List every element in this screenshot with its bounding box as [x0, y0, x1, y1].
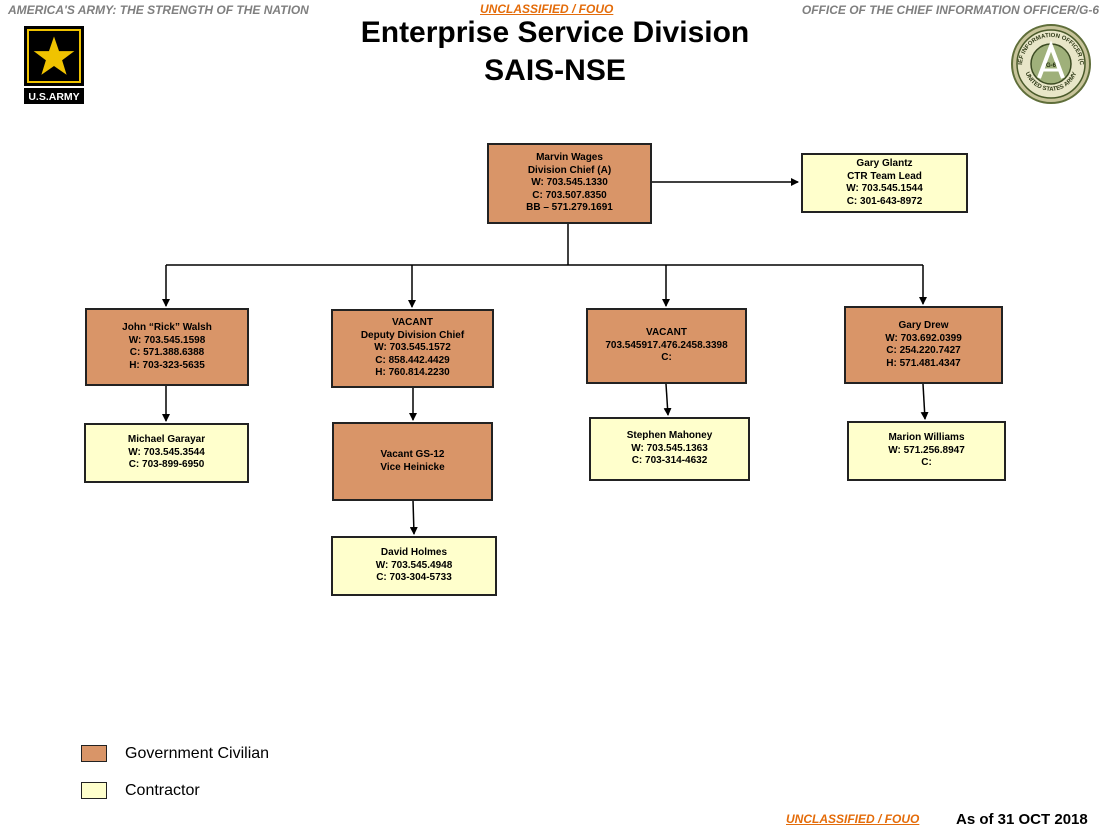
arrow-to-mahoney [663, 383, 672, 416]
chief-title: Division Chief (A) [527, 164, 612, 176]
page-subtitle: SAIS-NSE [484, 54, 626, 87]
williams-work-phone: W: 571.256.8947 [888, 444, 965, 456]
chief-cell-phone: C: 703.507.8350 [532, 189, 607, 201]
drew-box: Gary Drew W: 703.692.0399 C: 254.220.742… [844, 306, 1003, 384]
chief-name: Marvin Wages [536, 152, 603, 164]
williams-cell-phone: C: [921, 457, 932, 469]
holmes-cell-phone: C: 703-304-5733 [376, 572, 452, 584]
deputy-name: VACANT [392, 317, 433, 329]
army-logo-text: U.S.ARMY [28, 91, 79, 103]
ctr-lead-work-phone: W: 703.545.1544 [846, 183, 923, 194]
gs12-note: Vice Heinicke [380, 461, 445, 473]
walsh-cell-phone: C: 571.388.6388 [129, 347, 205, 358]
ctr-lead-cell-phone: C: 301-643-8972 [846, 195, 923, 207]
drew-cell-phone: C: 254.220.7427 [886, 345, 961, 356]
arrow-to-holmes [409, 499, 418, 535]
gs12-name: Vacant GS-12 [380, 449, 445, 460]
walsh-box: John “Rick” Walsh W: 703.545.1598 C: 571… [85, 308, 249, 386]
footer-classification: UNCLASSIFIED / FOUO [786, 812, 920, 826]
vacant-name: VACANT [646, 327, 687, 339]
garayar-box: Michael Garayar W: 703.545.3544 C: 703-8… [84, 423, 249, 483]
header-office: OFFICE OF THE CHIEF INFORMATION OFFICER/… [801, 3, 1099, 17]
vacant-cell-phone: C: [661, 352, 672, 364]
walsh-home-phone: H: 703-323-5635 [129, 359, 205, 371]
ctr-lead-title: CTR Team Lead [847, 170, 922, 182]
garayar-cell-phone: C: 703-899-6950 [128, 459, 205, 471]
army-logo: U.S.ARMY [24, 26, 84, 104]
williams-box: Marion Williams W: 571.256.8947 C: [847, 421, 1006, 481]
chief-work-phone: W: 703.545.1330 [531, 177, 608, 189]
deputy-box: VACANT Deputy Division Chief W: 703.545.… [331, 309, 494, 388]
legend-contractor-swatch [81, 782, 107, 799]
walsh-work-phone: W: 703.545.1598 [128, 334, 206, 346]
legend-government-swatch [81, 745, 107, 762]
deputy-work-phone: W: 703.545.1572 [374, 342, 451, 354]
drew-home-phone: H: 571.481.4347 [886, 357, 961, 369]
footer-as-of-date: As of 31 OCT 2018 [956, 811, 1088, 828]
deputy-title: Deputy Division Chief [360, 329, 465, 341]
vacant-phone: 703.545917.476.2458.3398 [605, 339, 728, 351]
mahoney-box: Stephen Mahoney W: 703.545.1363 C: 703-3… [589, 417, 750, 481]
mahoney-work-phone: W: 703.545.1363 [631, 442, 708, 454]
drew-name: Gary Drew [898, 320, 949, 331]
holmes-box: David Holmes W: 703.545.4948 C: 703-304-… [331, 536, 497, 596]
chief-box: Marvin Wages Division Chief (A) W: 703.5… [487, 143, 652, 224]
legend-government-label: Government Civilian [125, 745, 270, 762]
vacant-box: VACANT 703.545917.476.2458.3398 C: [586, 308, 747, 384]
legend-contractor-label: Contractor [125, 782, 200, 799]
gs12-box: Vacant GS-12 Vice Heinicke [332, 422, 493, 501]
holmes-name: David Holmes [380, 547, 448, 559]
williams-name: Marion Williams [888, 432, 965, 444]
cio-g6-seal: CHIEF INFORMATION OFFICER (CIO) UNITED S… [1004, 18, 1096, 106]
chief-blackberry: BB – 571.279.1691 [526, 202, 613, 214]
page-title: Enterprise Service Division [360, 16, 750, 49]
mahoney-name: Stephen Mahoney [626, 430, 713, 442]
seal-center-text: G-6 [1046, 63, 1057, 69]
walsh-name: John “Rick” Walsh [122, 322, 212, 333]
holmes-work-phone: W: 703.545.4948 [375, 559, 453, 571]
ctr-lead-name: Gary Glantz [856, 158, 913, 169]
header-motto: AMERICA'S ARMY: THE STRENGTH OF THE NATI… [8, 3, 309, 17]
header-classification: UNCLASSIFIED / FOUO [480, 2, 614, 16]
ctr-lead-box: Gary Glantz CTR Team Lead W: 703.545.154… [801, 153, 968, 213]
mahoney-cell-phone: C: 703-314-4632 [631, 455, 708, 467]
deputy-home-phone: H: 760.814.2230 [375, 367, 450, 379]
deputy-cell-phone: C: 858.442.4429 [375, 354, 450, 366]
arrow-to-williams [920, 383, 929, 420]
drew-work-phone: W: 703.692.0399 [885, 332, 962, 344]
garayar-name: Michael Garayar [127, 434, 206, 446]
garayar-work-phone: W: 703.545.3544 [128, 446, 205, 458]
